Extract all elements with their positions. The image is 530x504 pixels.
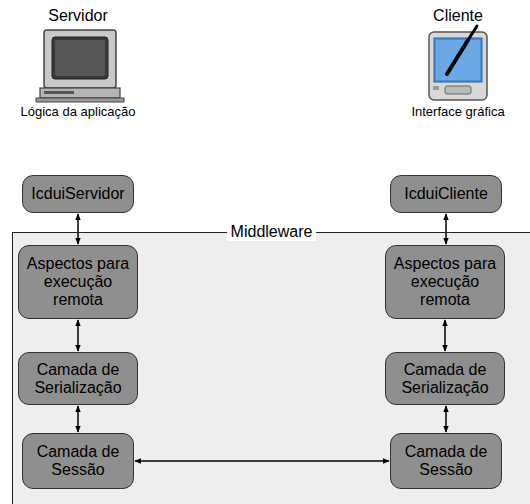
serialization-box: Camada de Serialização	[18, 352, 138, 405]
double-arrow	[77, 406, 79, 432]
box-text: Camada de Serialização	[390, 361, 500, 397]
box-text: Camada de Serialização	[23, 361, 133, 397]
server-computer-icon	[36, 30, 124, 102]
middleware-band: MiddlewareAspectos para execução remotaA…	[12, 232, 530, 504]
session-box: Camada de Sessão	[390, 433, 502, 489]
aspect-box: Aspectos para execução remota	[18, 245, 138, 319]
double-arrow	[77, 214, 79, 244]
box-text: IcduiServidor	[31, 185, 124, 203]
double-arrow	[445, 214, 447, 244]
client-pda-icon	[429, 26, 487, 100]
aspect-box: Aspectos para execução remota	[385, 245, 505, 319]
machine-title: Cliente	[433, 8, 483, 24]
box-text: Camada de Sessão	[27, 443, 129, 479]
box-text: IcduiCliente	[404, 185, 488, 203]
interface-box: IcduiServidor	[22, 175, 134, 213]
interface-box: IcduiCliente	[390, 175, 502, 213]
session-box: Camada de Sessão	[22, 433, 134, 489]
middleware-ground	[12, 232, 530, 504]
double-arrow	[135, 460, 389, 462]
role-caption: Interface gráfica	[411, 104, 504, 120]
box-text: Aspectos para execução remota	[390, 255, 500, 309]
role-caption: Lógica da aplicação	[21, 104, 136, 120]
box-text: Camada de Sessão	[395, 443, 497, 479]
machine-title: Servidor	[48, 8, 108, 24]
serialization-box: Camada de Serialização	[385, 352, 505, 405]
double-arrow	[445, 406, 447, 432]
band-title: Middleware	[227, 223, 317, 241]
double-arrow	[77, 320, 79, 351]
box-text: Aspectos para execução remota	[23, 255, 133, 309]
double-arrow	[444, 320, 446, 351]
